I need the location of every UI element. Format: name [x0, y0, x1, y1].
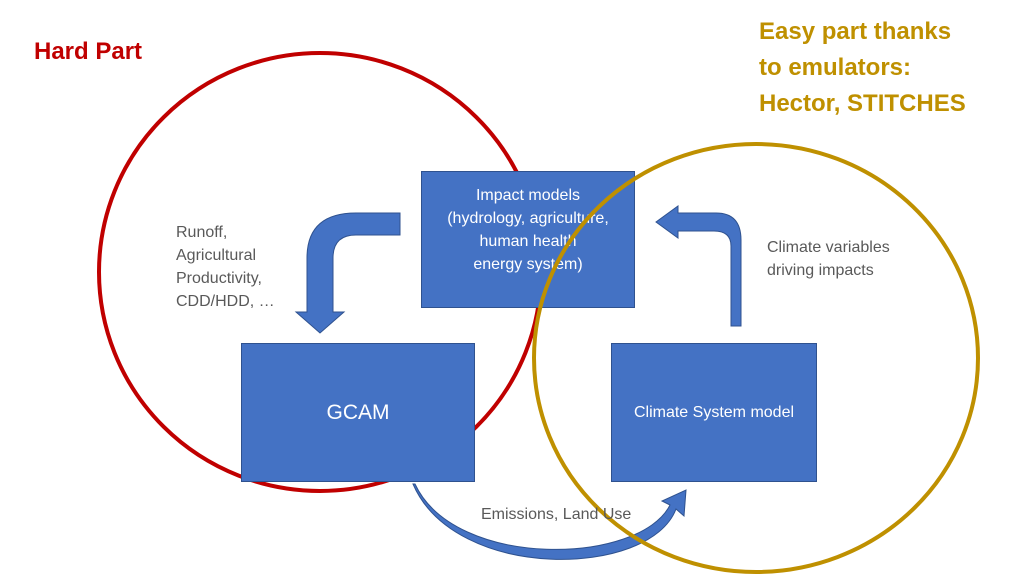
impact-models-line: human health — [479, 233, 577, 250]
easy-part-circle — [532, 142, 980, 574]
gcam-label: GCAM — [326, 400, 390, 424]
emissions-arrow — [412, 483, 687, 560]
note-line: driving impacts — [767, 262, 874, 279]
impacts-to-gcam-arrow — [294, 212, 401, 334]
note-line: Runoff, — [176, 224, 228, 241]
easy-part-line: Easy part thanks — [759, 18, 952, 45]
emissions-note: Emissions, Land Use — [481, 503, 631, 526]
climate-system-box: Climate System model — [611, 343, 817, 482]
note-line: Productivity, — [176, 270, 262, 287]
hard-part-label: Hard Part — [34, 38, 143, 65]
climate-variables-note: Climate variables driving impacts — [767, 236, 890, 282]
impact-models-box: Impact models (hydrology, agriculture, h… — [421, 171, 635, 308]
note-line: Climate variables — [767, 239, 890, 256]
gcam-box: GCAM — [241, 343, 475, 482]
impacts-to-gcam-note: Runoff, Agricultural Productivity, CDD/H… — [176, 221, 275, 313]
note-line: Agricultural — [176, 247, 257, 264]
impact-models-line: (hydrology, agriculture, — [447, 210, 609, 227]
impact-models-line: Impact models — [475, 187, 581, 204]
climate-to-impacts-arrow — [655, 205, 742, 327]
climate-system-label: Climate System model — [633, 403, 795, 421]
note-line: Emissions, Land Use — [481, 506, 632, 523]
easy-part-line: to emulators: — [759, 54, 912, 81]
note-line: CDD/HDD, … — [176, 293, 275, 310]
easy-part-line: Hector, STITCHES — [759, 90, 966, 117]
easy-part-label: Easy part thanks to emulators: Hector, S… — [759, 14, 1009, 122]
